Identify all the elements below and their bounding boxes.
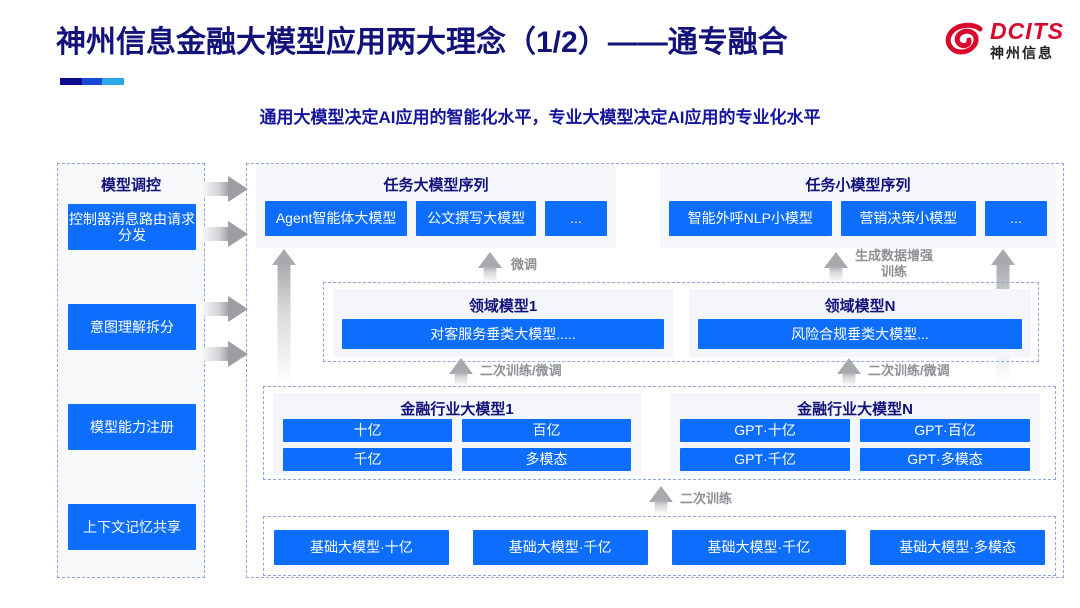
- arrow-up-icon-data-augmentation: [821, 252, 851, 282]
- base-model-shiyi[interactable]: 基础大模型·十亿: [274, 530, 449, 565]
- panel-task-small-model-sequence: 任务小模型序列 智能外呼NLP小模型 营销决策小模型 ...: [660, 164, 1056, 248]
- page-title: 神州信息金融大模型应用两大理念（1/2）——通专融合: [56, 26, 788, 59]
- arrow-up-icon-retrain-finetune-right: [834, 358, 864, 386]
- task-item-agent-model[interactable]: Agent智能体大模型: [265, 201, 408, 236]
- arrow-right-icon-1: [200, 176, 248, 202]
- arrow-label-finetune: 微调: [511, 257, 538, 272]
- task-large-items: Agent智能体大模型 公文撰写大模型 ...: [265, 201, 607, 236]
- panel-title-task-large: 任务大模型序列: [383, 177, 489, 194]
- rule-segment-dark: [60, 78, 82, 85]
- rule-segment-light: [102, 78, 124, 85]
- domain-model-1-title: 领域模型1: [468, 298, 538, 315]
- task-item-marketing-decision-model[interactable]: 营销决策小模型: [840, 201, 977, 236]
- industry-model-n: 金融行业大模型N GPT·十亿 GPT·百亿 GPT·千亿 GPT·多模态: [670, 393, 1040, 475]
- industry-model-1-items: 十亿 百亿 千亿 多模态: [283, 419, 631, 471]
- dcits-swoosh-icon: [944, 20, 984, 60]
- panel-title-task-small: 任务小模型序列: [805, 177, 911, 194]
- logo-text-cn: 神州信息: [990, 45, 1054, 61]
- base-model-items: 基础大模型·十亿 基础大模型·千亿 基础大模型·千亿 基础大模型·多模态: [274, 530, 1045, 565]
- arrow-right-icon-4: [200, 341, 248, 367]
- industry-n-item-gpt-baiyi[interactable]: GPT·百亿: [860, 419, 1030, 442]
- domain-model-n: 领域模型N 风险合规垂类大模型...: [689, 289, 1031, 357]
- task-small-items: 智能外呼NLP小模型 营销决策小模型 ...: [669, 201, 1048, 236]
- arrow-up-icon-retrain-finetune-left: [446, 358, 476, 386]
- base-model-multimodal[interactable]: 基础大模型·多模态: [870, 530, 1045, 565]
- panel-base-models: 基础大模型·十亿 基础大模型·千亿 基础大模型·千亿 基础大模型·多模态: [263, 516, 1056, 576]
- rule-segment-mid: [82, 78, 102, 85]
- panel-industry-models: 金融行业大模型1 十亿 百亿 千亿 多模态 金融行业大模型N GPT·十亿 GP…: [263, 386, 1056, 480]
- arrow-label-retrain: 二次训练: [680, 491, 733, 506]
- panel-domain-models: 领域模型1 对客服务垂类大模型..... 领域模型N 风险合规垂类大模型...: [323, 282, 1039, 362]
- industry-model-1-title: 金融行业大模型1: [400, 401, 514, 418]
- task-item-document-writing-model[interactable]: 公文撰写大模型: [416, 201, 536, 236]
- sidebar-item-controller-routing[interactable]: 控制器消息路由请求分发: [68, 204, 196, 250]
- base-model-qianyi-2[interactable]: 基础大模型·千亿: [671, 530, 847, 565]
- domain-model-n-item[interactable]: 风险合规垂类大模型...: [698, 319, 1022, 349]
- dcits-logo: DCITS 神州信息: [944, 20, 1064, 60]
- industry-model-1: 金融行业大模型1 十亿 百亿 千亿 多模态: [273, 393, 641, 475]
- industry-1-item-qianyi[interactable]: 千亿: [283, 448, 452, 471]
- industry-n-item-gpt-shiyi[interactable]: GPT·十亿: [680, 419, 850, 442]
- arrow-label-data-augmentation: 生成数据增强 训练: [855, 248, 934, 280]
- domain-model-n-title: 领域模型N: [824, 298, 896, 315]
- sidebar-item-context-memory-sharing[interactable]: 上下文记忆共享: [68, 504, 196, 550]
- arrow-up-icon-finetune: [475, 252, 505, 282]
- arrow-label-retrain-finetune-right: 二次训练/微调: [868, 363, 950, 378]
- arrow-label-retrain-finetune-left: 二次训练/微调: [480, 363, 562, 378]
- industry-model-n-items: GPT·十亿 GPT·百亿 GPT·千亿 GPT·多模态: [680, 419, 1030, 471]
- logo-wordmark: DCITS 神州信息: [990, 18, 1064, 61]
- subtitle: 通用大模型决定AI应用的智能化水平，专业大模型决定AI应用的专业化水平: [259, 108, 821, 127]
- industry-1-item-multimodal[interactable]: 多模态: [462, 448, 631, 471]
- arrow-right-icon-3: [200, 296, 248, 322]
- industry-n-item-gpt-qianyi[interactable]: GPT·千亿: [680, 448, 850, 471]
- domain-model-1: 领域模型1 对客服务垂类大模型.....: [333, 289, 673, 357]
- panel-task-large-model-sequence: 任务大模型序列 Agent智能体大模型 公文撰写大模型 ...: [256, 164, 616, 248]
- main-architecture-container: 任务大模型序列 Agent智能体大模型 公文撰写大模型 ... 任务小模型序列 …: [246, 163, 1064, 578]
- arrow-up-icon-retrain: [646, 486, 676, 514]
- industry-n-item-gpt-multimodal[interactable]: GPT·多模态: [860, 448, 1030, 471]
- sidebar-model-control: 模型调控 控制器消息路由请求分发 意图理解拆分 模型能力注册 上下文记忆共享: [57, 163, 205, 578]
- sidebar-item-intent-parsing[interactable]: 意图理解拆分: [68, 304, 196, 350]
- industry-1-item-shiyi[interactable]: 十亿: [283, 419, 452, 442]
- sidebar-item-capability-registry[interactable]: 模型能力注册: [68, 404, 196, 450]
- task-item-outbound-nlp-model[interactable]: 智能外呼NLP小模型: [669, 201, 832, 236]
- arrow-right-icon-2: [200, 221, 248, 247]
- title-underline-rule: [60, 78, 124, 85]
- domain-model-1-item[interactable]: 对客服务垂类大模型.....: [342, 319, 664, 349]
- task-item-more[interactable]: ...: [545, 201, 607, 236]
- sidebar-title: 模型调控: [100, 177, 161, 194]
- industry-model-n-title: 金融行业大模型N: [797, 401, 913, 418]
- logo-text-en: DCITS: [990, 18, 1064, 44]
- task-item-more-small[interactable]: ...: [985, 201, 1048, 236]
- arrow-up-icon-long-left: [266, 249, 302, 381]
- industry-1-item-baiyi[interactable]: 百亿: [462, 419, 631, 442]
- base-model-qianyi-1[interactable]: 基础大模型·千亿: [472, 530, 648, 565]
